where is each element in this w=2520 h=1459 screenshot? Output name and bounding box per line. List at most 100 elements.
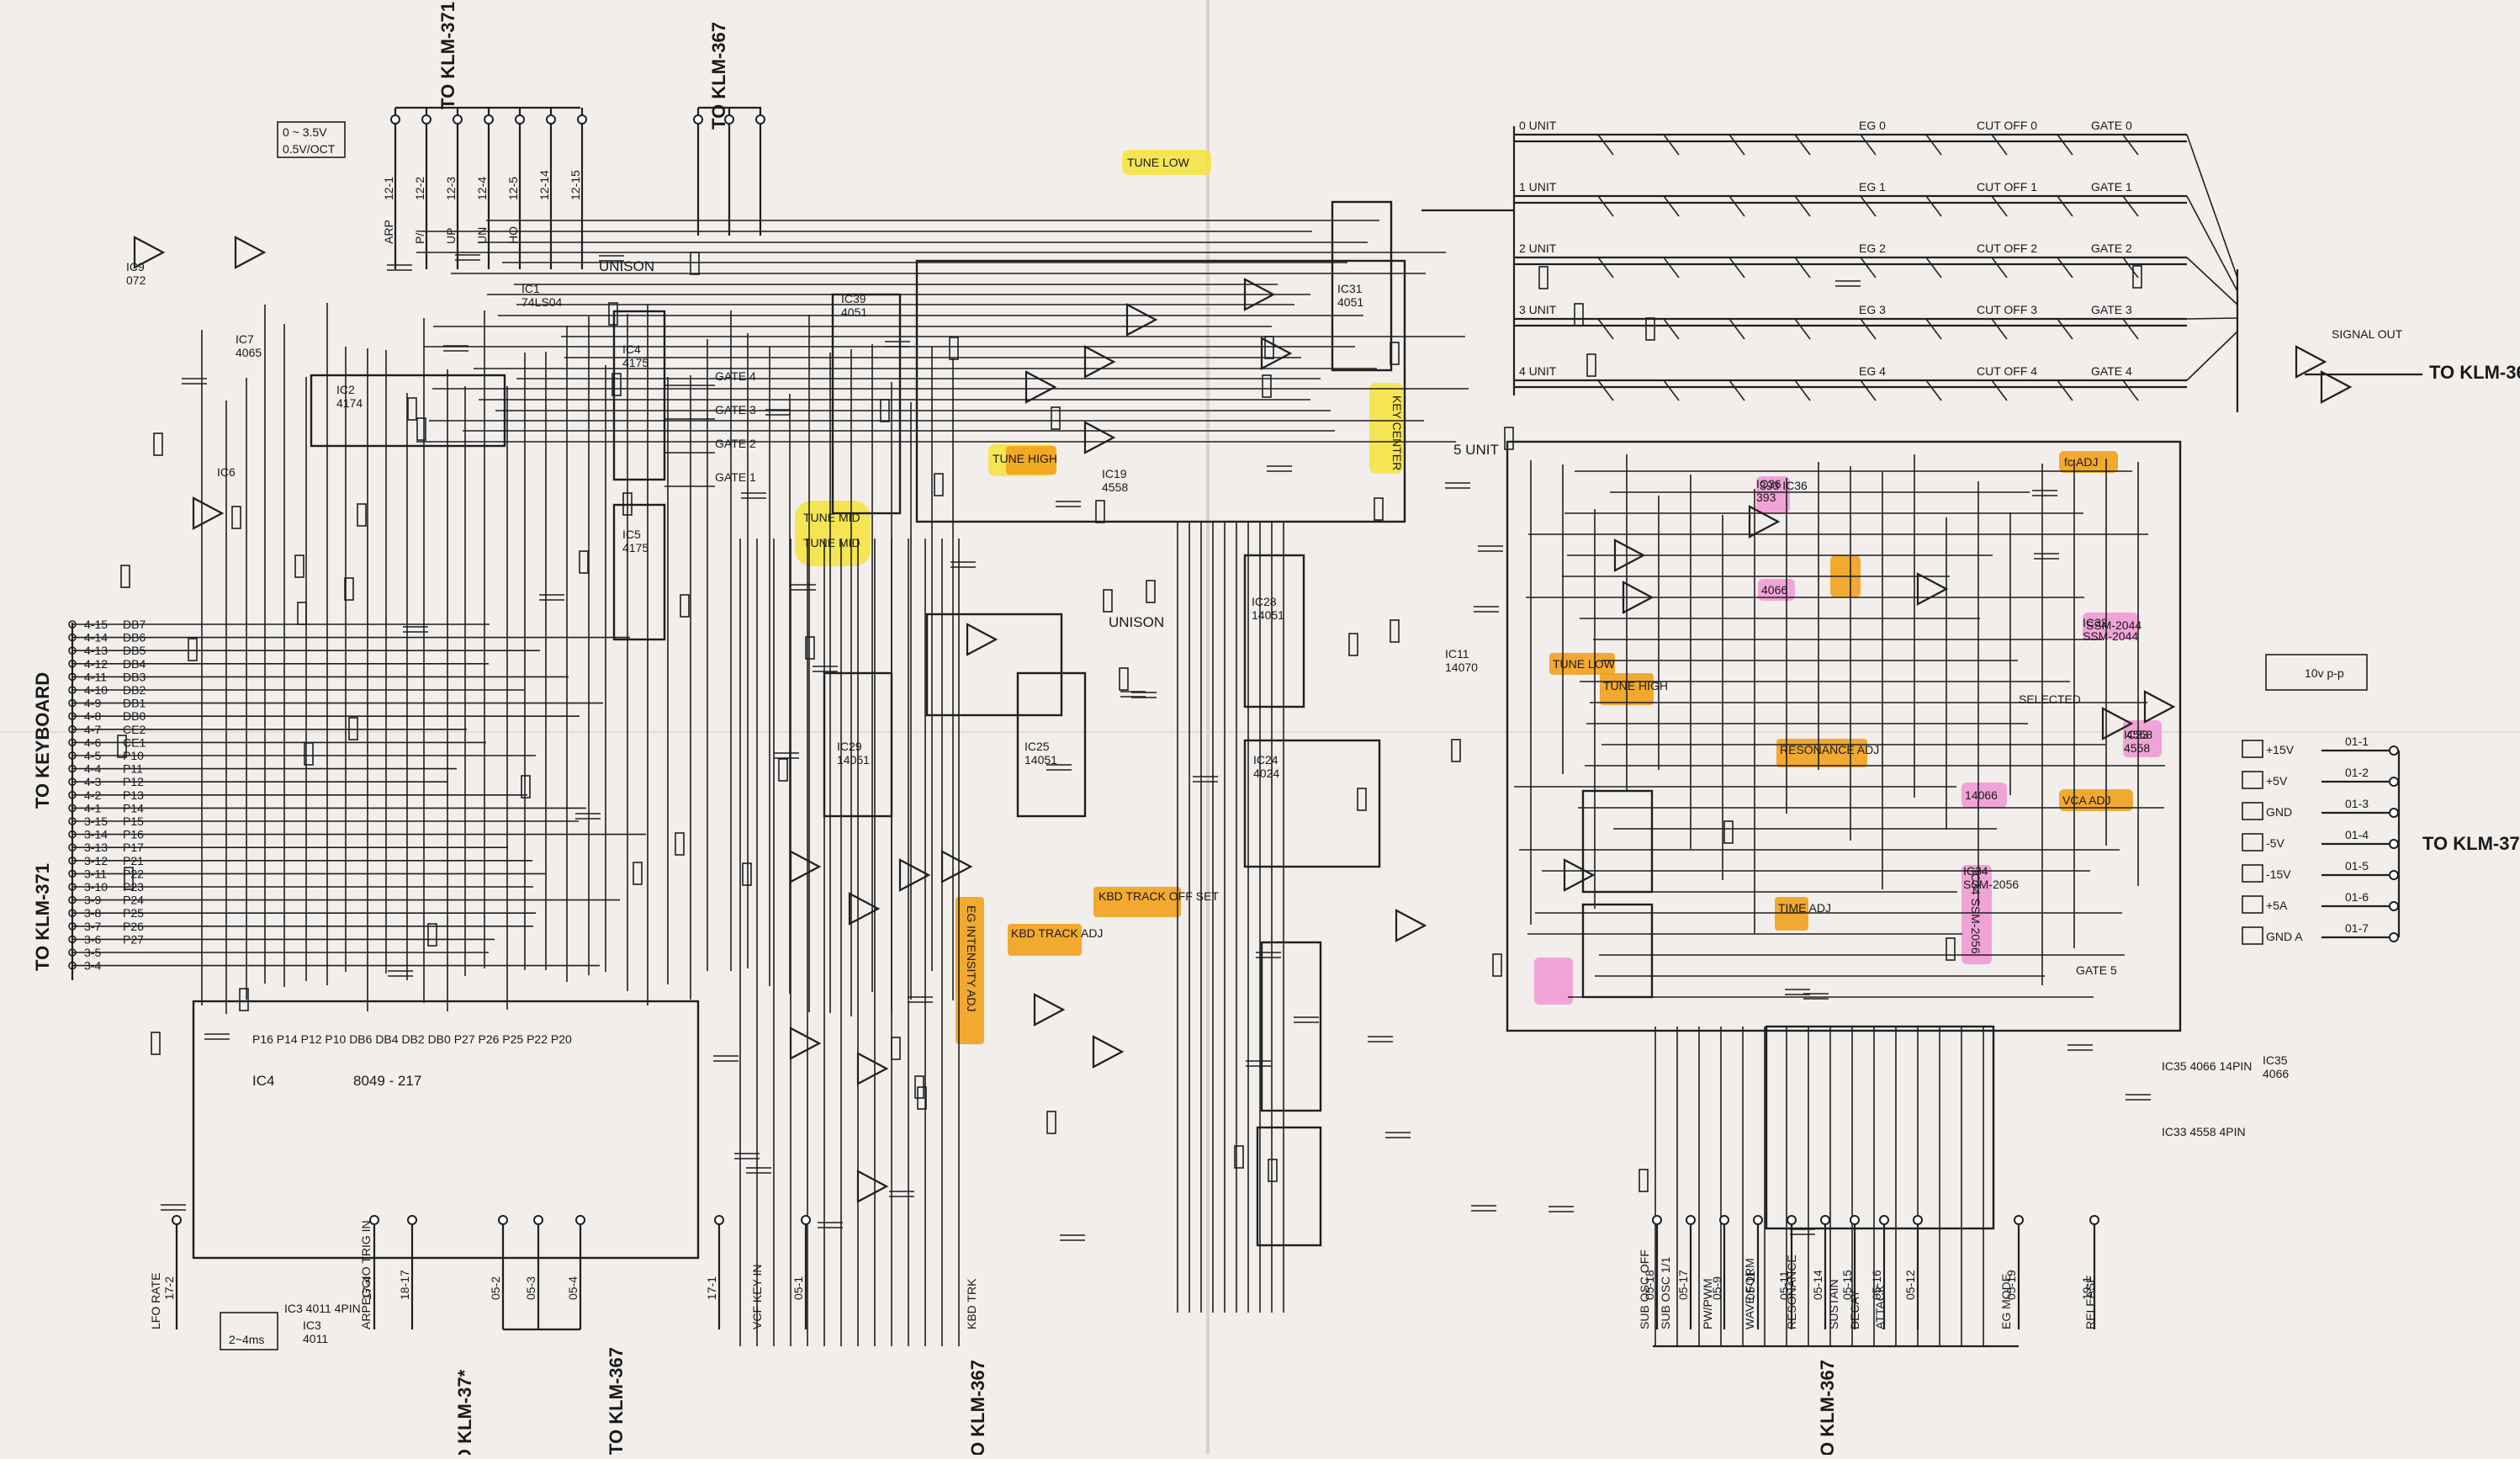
unit-gate-label: GATE 2 — [2091, 241, 2132, 255]
bottom-pin-terminal — [1753, 1215, 1763, 1225]
op-amp-symbol — [1748, 505, 1781, 539]
op-amps — [133, 236, 2353, 1203]
keyboard-signal-label: P22 — [123, 867, 144, 880]
top-pin-label: 12-15 — [569, 170, 582, 200]
bottom-function-label: PW/PWM — [1701, 1278, 1714, 1329]
ic22-4051 — [1256, 1126, 1322, 1247]
gate5-label: GATE 5 — [2076, 963, 2117, 977]
top-pin-name: P/I — [413, 230, 426, 244]
ic-id-label: IC35 — [2263, 1053, 2288, 1067]
ic-part-label: 4051 — [841, 305, 867, 319]
ic2-4174 — [310, 374, 506, 448]
keyboard-pin-label: 3-10 — [84, 880, 108, 894]
power-pin-label: 01-6 — [2345, 890, 2369, 904]
unit-tick — [2057, 134, 2073, 156]
highlight-pink-label: 393 IC36 — [1760, 479, 1808, 492]
to-klm367-top-label: TO KLM-367 — [708, 22, 729, 130]
power-pin-name: -15V — [2266, 867, 2291, 881]
resistor — [348, 717, 358, 740]
bottom-pin-label: 05-12 — [1903, 1270, 1917, 1300]
keyboard-pin-label: 3-6 — [84, 932, 101, 946]
unit-cutoff-label: CUT OFF 3 — [1977, 303, 2037, 316]
resistor — [294, 554, 304, 578]
top-pin-name: ARP — [382, 220, 395, 244]
ic31-4051 — [1331, 200, 1393, 372]
keyboard-signal-label: DB0 — [123, 709, 146, 723]
resistor — [1574, 303, 1584, 326]
resistor — [239, 988, 249, 1011]
cv-range-line2: 0.5V/OCT — [283, 142, 336, 156]
resistor — [153, 432, 163, 456]
unit-feed — [2186, 331, 2238, 381]
highlight-orange-label: KBD TRACK ADJ — [1011, 926, 1103, 940]
to-klm368-label: TO KLM-368 — [2429, 362, 2520, 383]
resistor — [1234, 1145, 1244, 1169]
bottom-function-label: VCF KEY IN — [750, 1264, 764, 1329]
keyboard-pin-label: 4-11 — [84, 670, 107, 683]
resistor — [1492, 953, 1502, 977]
unit-tick — [1597, 134, 1614, 156]
highlight-orange-label: TUNE LOW — [1553, 657, 1616, 671]
ic-id-label: IC28 — [1252, 595, 1277, 608]
highlight-pink-label: 4558 — [2126, 728, 2152, 741]
ic29-14051 — [823, 671, 893, 818]
keyboard-pin-label: 4-9 — [84, 697, 101, 710]
unit-eg-label: EG 1 — [1859, 180, 1886, 194]
keyboard-signal-label: CE1 — [123, 735, 146, 749]
ic-id-label: IC2 — [336, 383, 355, 396]
power-pin-terminal — [2389, 870, 2399, 880]
keyboard-pin-label: 4-10 — [84, 683, 108, 697]
top-pin-label: 12-14 — [537, 170, 551, 200]
signal-out-label: SIGNAL OUT — [2332, 327, 2403, 341]
highlight-orange-label: VCA ADJ — [2062, 793, 2111, 807]
top-pin-terminal — [515, 114, 525, 125]
unit-tick — [1925, 134, 1942, 156]
resistor — [805, 636, 815, 660]
bottom-pin-terminal — [2014, 1215, 2024, 1225]
bottom-pin-label: 05-19 — [2004, 1270, 2018, 1300]
ic25-14051 — [1016, 671, 1087, 818]
resistor — [427, 923, 437, 947]
gate-output-label: GATE 3 — [715, 403, 756, 416]
ic-part-label: 4558 — [2124, 741, 2150, 755]
unit-tick — [1991, 195, 2008, 217]
unit-tick — [1794, 134, 1811, 156]
resistor — [1723, 820, 1734, 844]
op-amp-symbol — [940, 850, 973, 883]
gate-output-label: GATE 1 — [715, 470, 756, 484]
op-amp-symbol — [1024, 370, 1057, 404]
unit-tick — [2122, 257, 2139, 279]
bottom-pin-label: 17-2 — [162, 1276, 176, 1300]
unit-tick — [1860, 318, 1877, 340]
ic-3500 — [925, 613, 1063, 717]
resistor — [891, 1037, 901, 1060]
unit-tick — [1991, 379, 2008, 401]
bottom-function-label: WAVE FORM — [1743, 1258, 1756, 1329]
bottom-pin-terminal — [1879, 1215, 1889, 1225]
unit-tick — [2122, 379, 2139, 401]
to-klm371-left-label: TO KLM-371 — [32, 863, 53, 971]
voice-unit-5 — [1506, 440, 2182, 1032]
ic-part-label: 4558 — [1102, 480, 1128, 494]
to-klm367-bottom1-label: TO KLM-367 — [606, 1347, 627, 1455]
keyboard-signal-label: P16 — [123, 828, 144, 841]
resistor — [416, 417, 426, 441]
resistor — [304, 742, 314, 766]
bottom-pin-label: 05-11 — [1744, 1271, 1757, 1300]
bottom-pin-terminal — [533, 1215, 543, 1225]
keyboard-pin-label: 3-7 — [84, 920, 101, 933]
op-amp-symbol — [789, 850, 822, 883]
power-pin-label: 01-4 — [2345, 828, 2369, 841]
resistor — [124, 867, 134, 890]
unit-gate-label: GATE 1 — [2091, 180, 2132, 194]
unit-cutoff-label: CUT OFF 1 — [1977, 180, 2037, 194]
unit-label: 3 UNIT — [1519, 303, 1557, 316]
power-pin-terminal — [2389, 777, 2399, 787]
unit-tick — [1663, 134, 1680, 156]
keyboard-signal-label: P24 — [123, 894, 144, 907]
ic-part-label: SSM-2056 — [1963, 878, 2019, 891]
ic-flipflop-b — [1581, 903, 1654, 999]
keyboard-signal-label: P17 — [123, 841, 144, 854]
highlight-orange-label: TUNE HIGH — [1603, 679, 1668, 692]
unit-tick — [1991, 257, 2008, 279]
